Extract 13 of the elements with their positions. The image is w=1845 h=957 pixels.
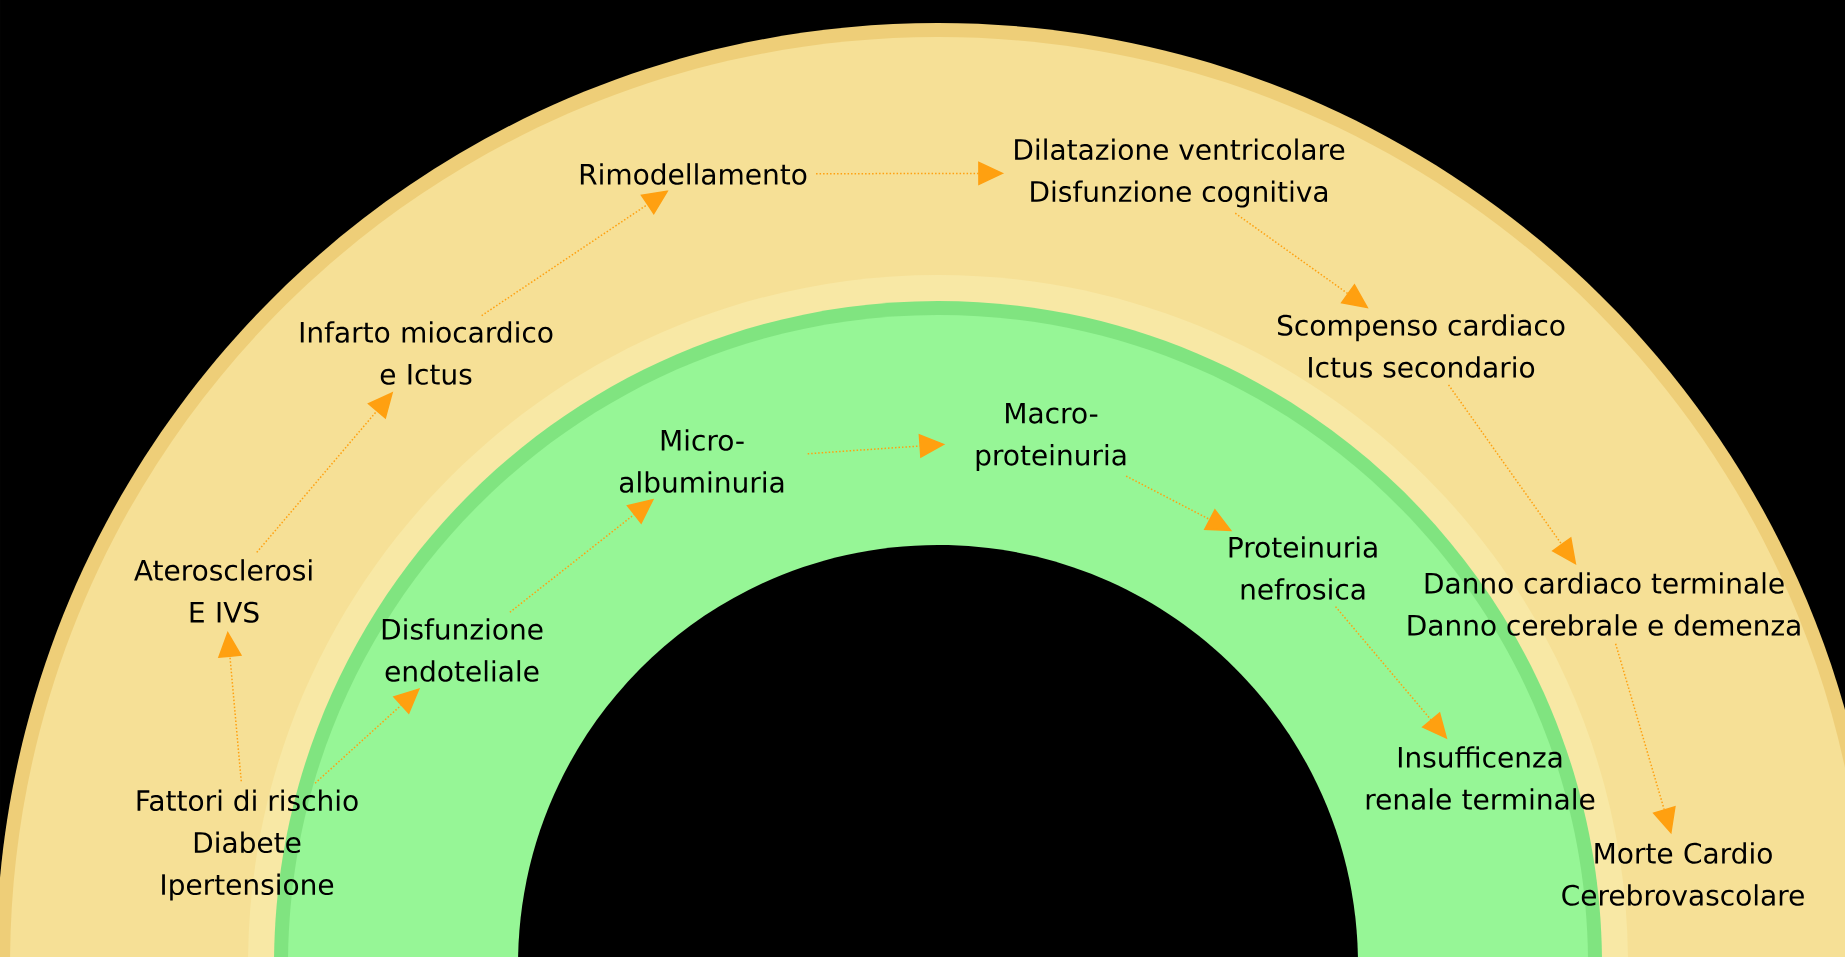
stage-label: Rimodellamento [580,163,807,185]
stage-label: Morte Cardio Cerebrovascolare [1562,842,1804,906]
stage-label: Aterosclerosi E IVS [134,559,312,623]
stage-label: Danno cardiaco terminale Danno cerebrale e demenza [1408,572,1800,636]
stage-label: Dilatazione ventricolare Disfunzione cognitiva [1015,138,1345,208]
stage-label: Fattori di rischio Diabete Ipertensione [137,789,358,901]
stage-label: Macro-proteinuria [976,402,1126,472]
stage-label: Scompenso cardiaco Ictus secondario [1278,314,1565,378]
stage-label: Infarto miocardico e Ictus [300,321,553,385]
stage-label: Micro-albuminuria [619,429,784,493]
stage-label: Proteinuria nefrosica [1229,536,1377,600]
stage-label: Disfunzione endoteliale [382,618,543,682]
stage-label: Insufficenza renale terminale [1366,746,1595,810]
